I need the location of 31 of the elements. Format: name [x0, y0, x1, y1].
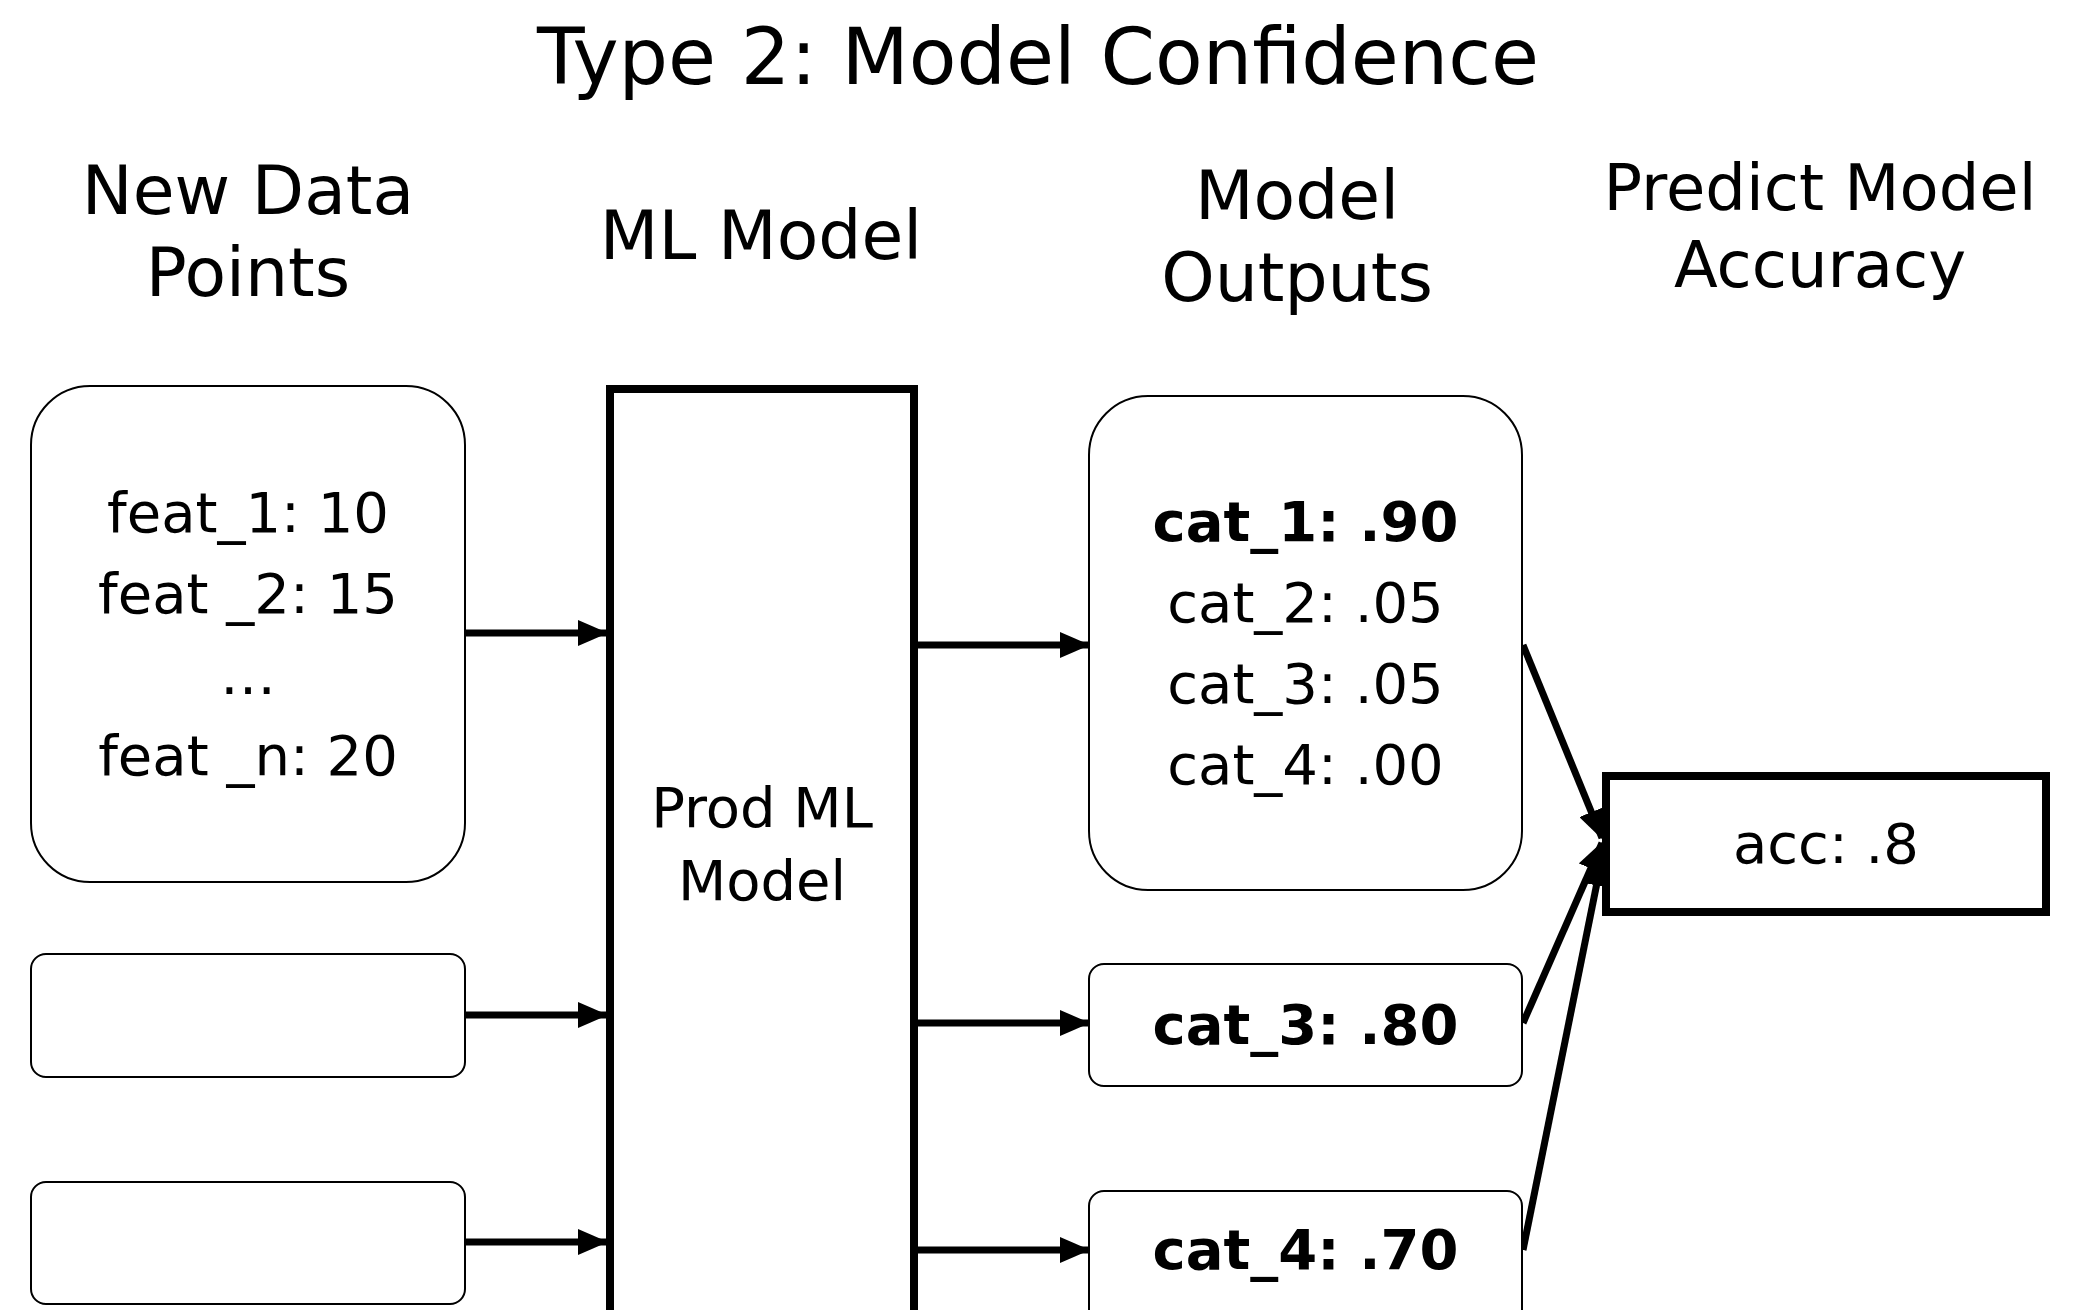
node-text: feat _n: 20 [98, 722, 398, 791]
accuracy-box [1602, 772, 2050, 916]
output-box [1088, 963, 1523, 1087]
arrow [466, 1229, 608, 1255]
output-box [1088, 1190, 1523, 1310]
node-text: … [220, 641, 276, 709]
column-header: ML Model [598, 195, 924, 277]
node-text: cat_3: .05 [1167, 650, 1444, 718]
output-box [1088, 395, 1523, 891]
arrow [918, 632, 1090, 658]
node-text: cat_1: .90 [1152, 487, 1459, 556]
node-text: feat _2: 15 [98, 559, 398, 628]
model-label: Prod ML Model [650, 774, 874, 915]
column-header: Predict Model Accuracy [1602, 150, 2038, 304]
node-text: acc: .8 [1733, 810, 1919, 879]
column-header: Model Outputs [1160, 155, 1434, 319]
diagram-title: Type 2: Model Confidence [535, 12, 1541, 102]
arrow [466, 1002, 608, 1028]
column-header: New Data Points [80, 150, 416, 314]
arrow [918, 1010, 1090, 1036]
node-text: cat_4: .70 [1152, 1216, 1459, 1285]
node-text: feat_1: 10 [107, 478, 389, 547]
arrow [918, 1237, 1090, 1263]
node-text: cat_4: .00 [1167, 731, 1444, 800]
node-text: cat_2: .05 [1167, 568, 1444, 637]
input-data-box [30, 953, 466, 1078]
input-data-box [30, 385, 466, 883]
arrow [466, 620, 608, 646]
node-text: cat_3: .80 [1152, 991, 1459, 1060]
input-data-box [30, 1181, 466, 1305]
model-box [606, 385, 918, 1310]
